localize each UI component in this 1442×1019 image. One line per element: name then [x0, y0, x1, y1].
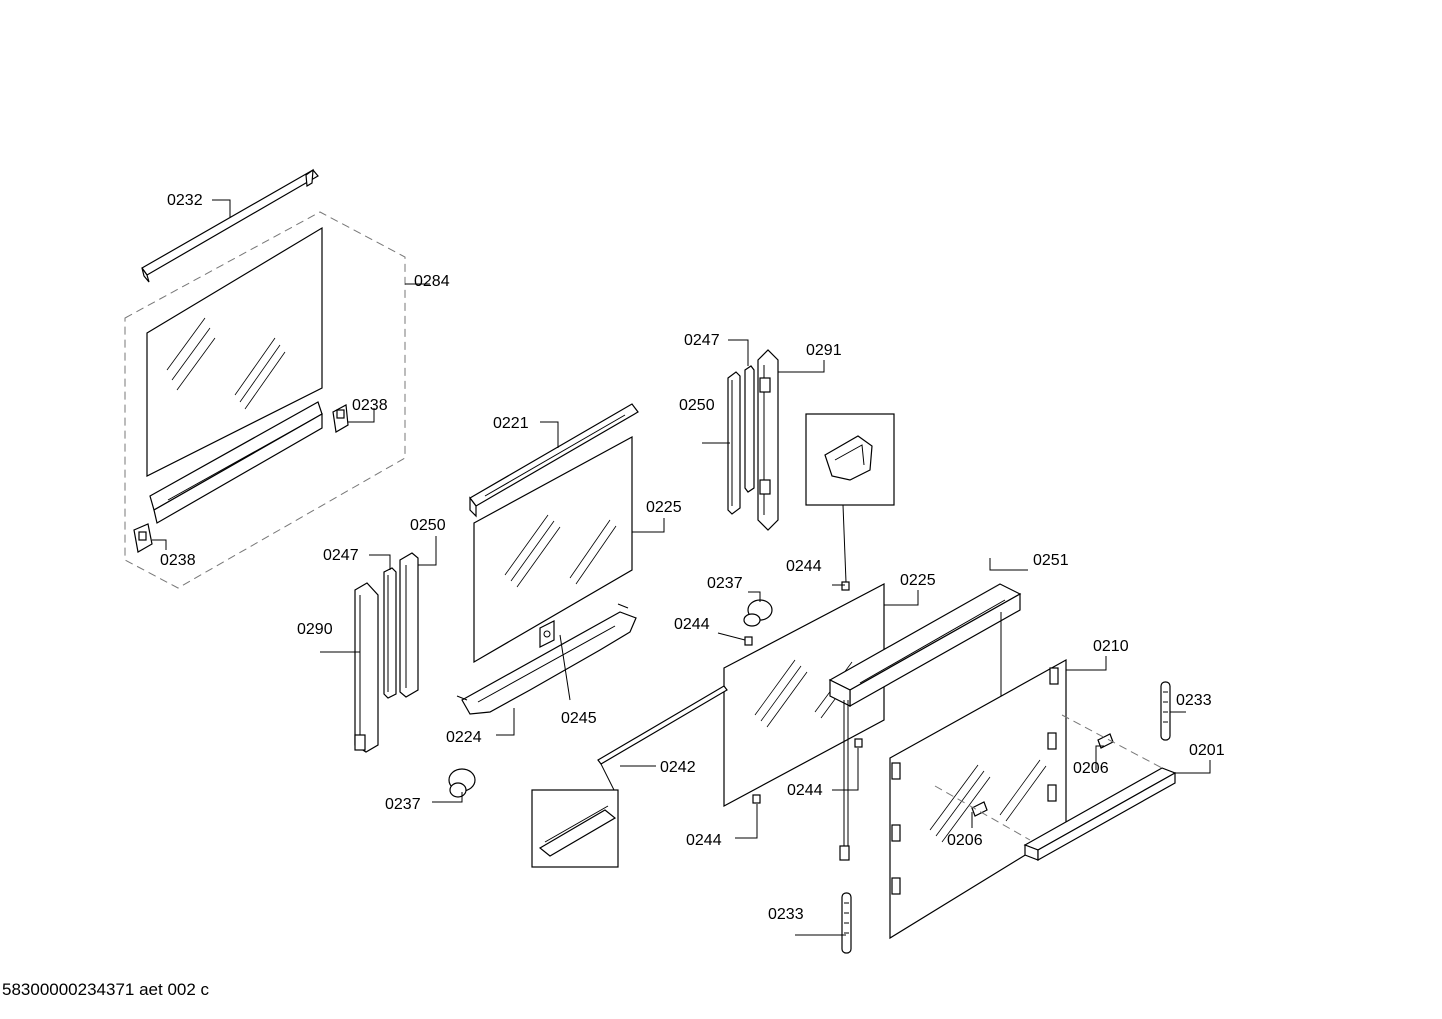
label-0206-left: 0206 [947, 832, 983, 849]
label-0221: 0221 [493, 415, 529, 432]
door-top-bar-0251 [828, 583, 1022, 861]
label-0250-right: 0250 [679, 397, 715, 414]
label-0233-top: 0233 [1176, 692, 1212, 709]
label-0242: 0242 [660, 759, 696, 776]
label-0225-right: 0225 [900, 572, 936, 589]
label-0210: 0210 [1093, 638, 1129, 655]
label-0247-right: 0247 [684, 332, 720, 349]
label-0206-right: 0206 [1073, 760, 1109, 777]
label-0225-left: 0225 [646, 499, 682, 516]
inner-frame-assembly [456, 403, 639, 715]
label-0284: 0284 [414, 273, 450, 290]
label-0247-left: 0247 [323, 547, 359, 564]
side-rails-left [354, 552, 476, 798]
label-0244-bottom: 0244 [686, 832, 722, 849]
label-0290: 0290 [297, 621, 333, 638]
label-0233-bottom: 0233 [768, 906, 804, 923]
label-0291: 0291 [806, 342, 842, 359]
label-0224: 0224 [446, 729, 482, 746]
label-0237-right: 0237 [707, 575, 743, 592]
label-0237-left: 0237 [385, 796, 421, 813]
label-0244-top: 0244 [786, 558, 822, 575]
label-0238-right: 0238 [352, 397, 388, 414]
document-id: 58300000234371 aet 002 c [2, 980, 210, 999]
outer-door-0210 [889, 658, 1163, 940]
label-0251: 0251 [1033, 552, 1069, 569]
label-0244-lower: 0244 [787, 782, 823, 799]
small-parts-middle [743, 581, 863, 804]
label-0250-left: 0250 [410, 517, 446, 534]
door-glass-assembly-0284 [124, 168, 406, 589]
label-0238-left: 0238 [160, 552, 196, 569]
middle-glass-assembly [531, 583, 885, 868]
label-0232: 0232 [167, 192, 203, 209]
label-0244-mid: 0244 [674, 616, 710, 633]
side-rails-right [727, 349, 895, 583]
leader-lines [152, 199, 1211, 936]
label-0245: 0245 [561, 710, 597, 727]
label-0201: 0201 [1189, 742, 1225, 759]
callout-labels: 0232 0284 0238 0238 0221 0225 0247 0250 … [160, 192, 1225, 923]
